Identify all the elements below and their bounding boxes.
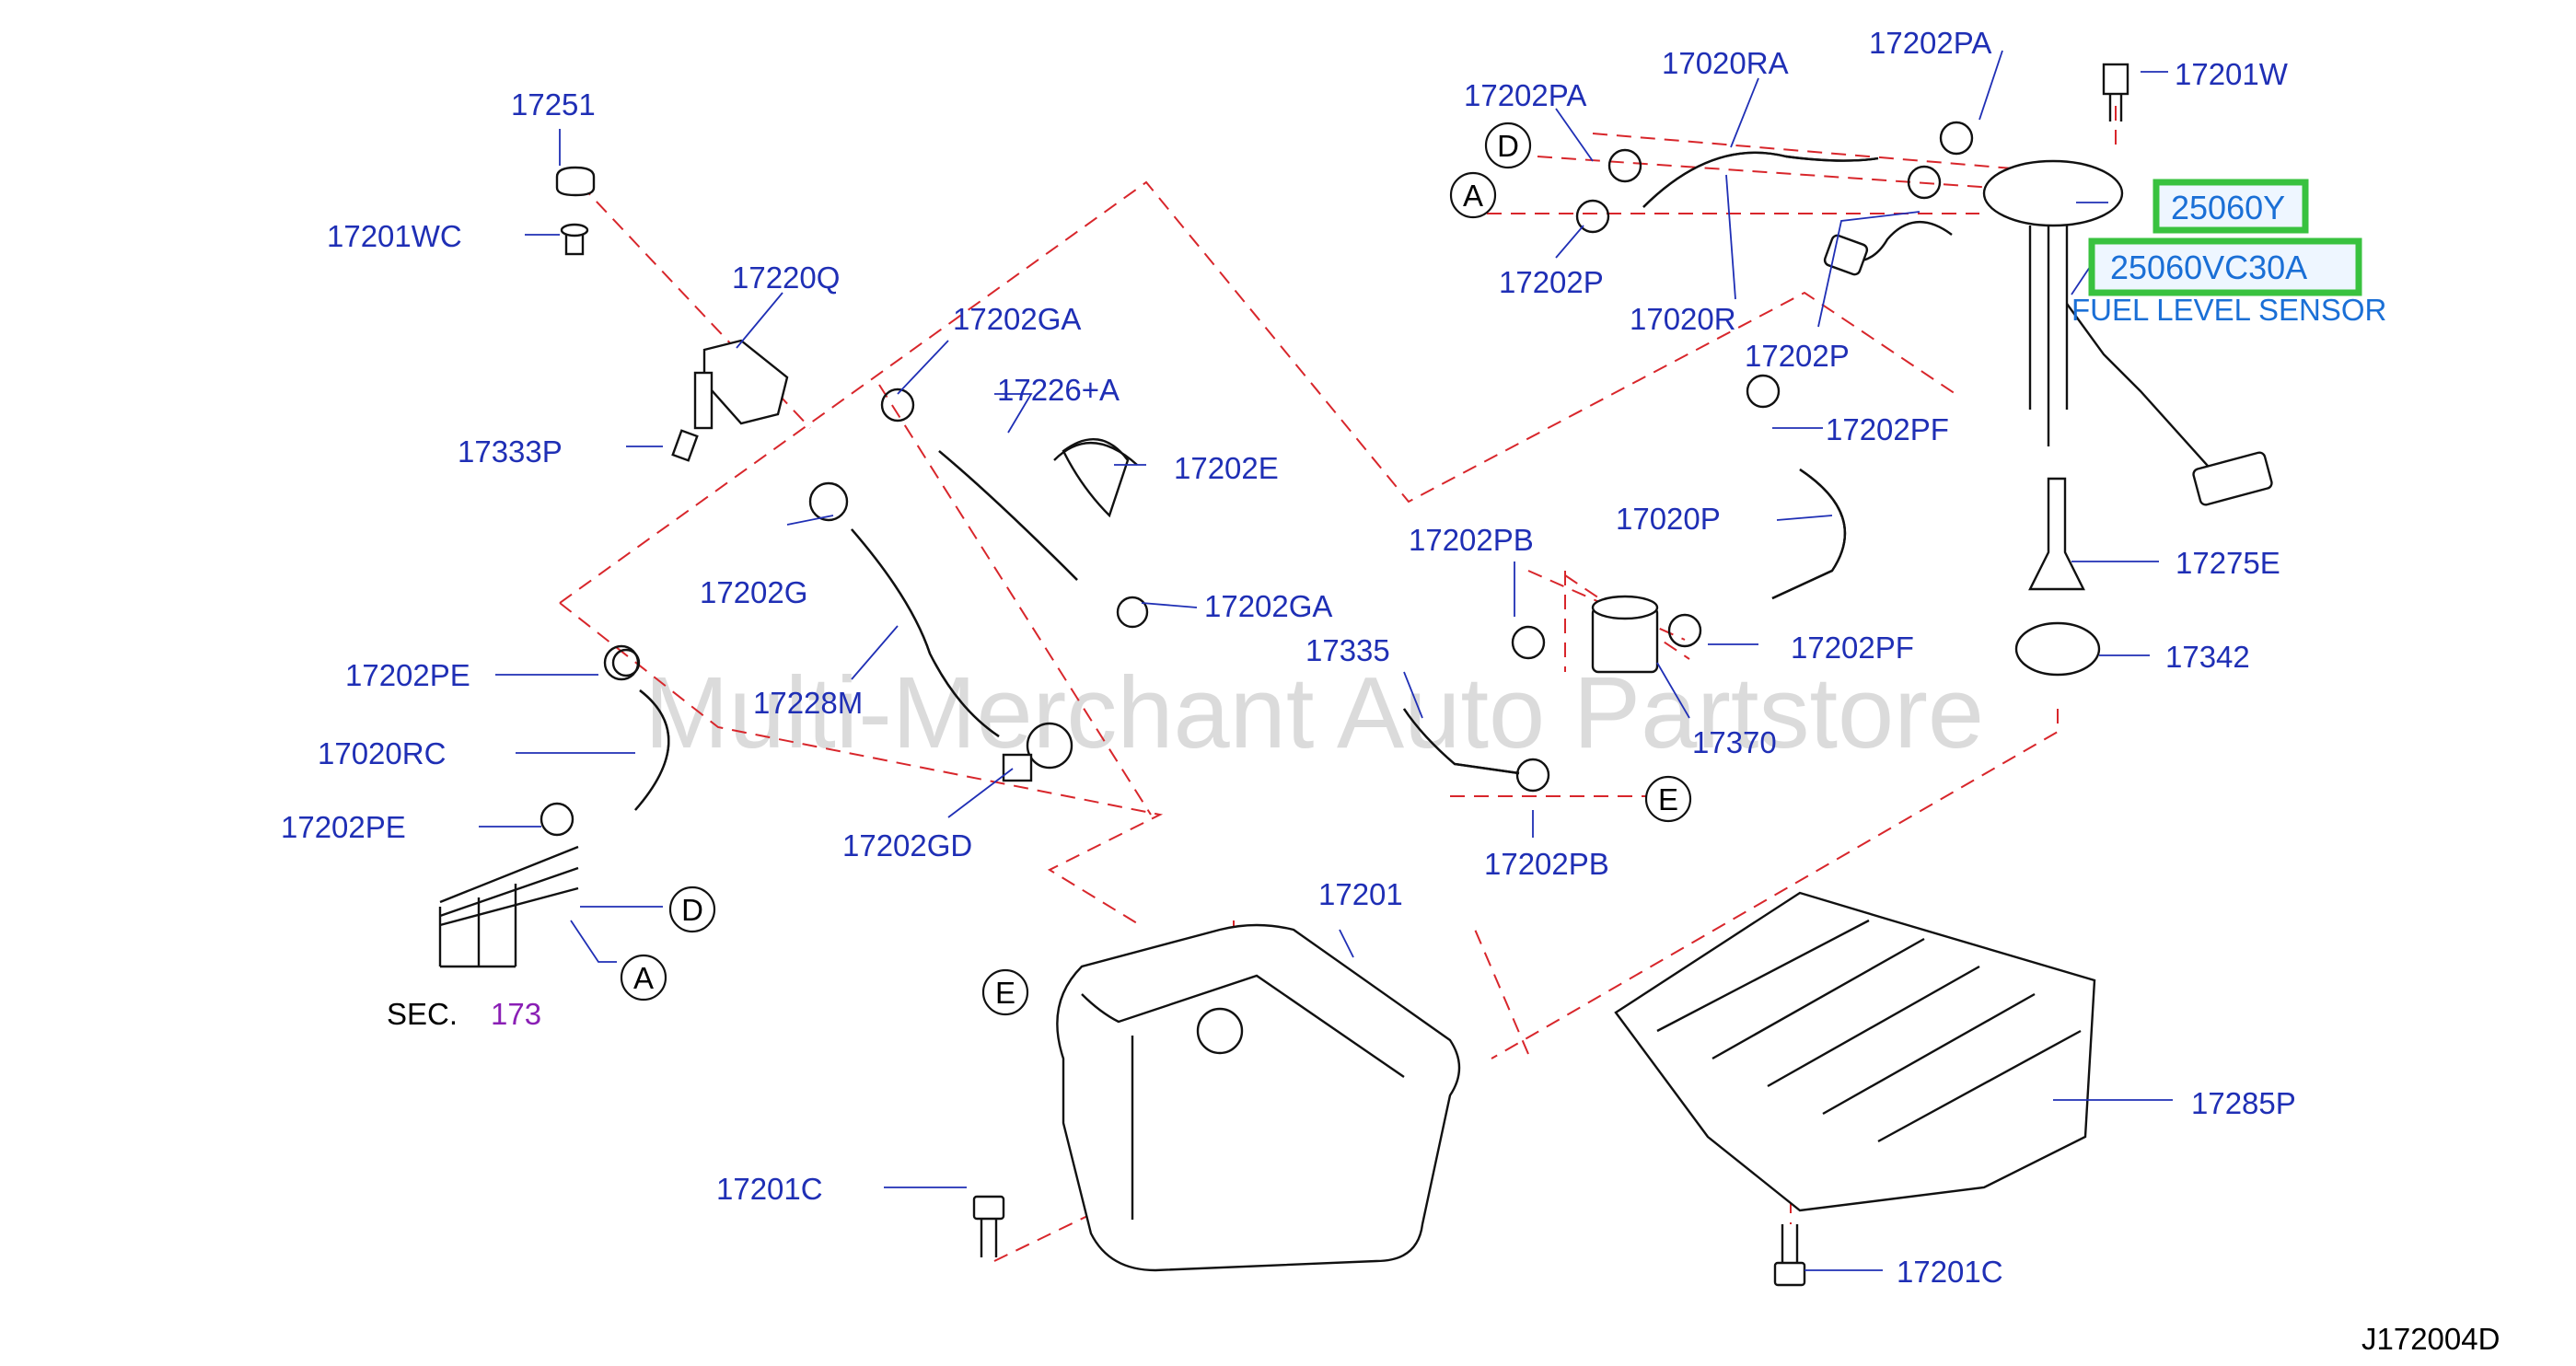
- svg-text:A: A: [633, 961, 654, 995]
- label-17335[interactable]: 17335: [1305, 633, 1390, 667]
- callout-e-right: E: [1644, 775, 1692, 823]
- highlight-box-25060vc30a: [2088, 237, 2362, 296]
- label-17342[interactable]: 17342: [2165, 640, 2250, 674]
- callout-d-section: D: [668, 886, 716, 933]
- label-17202ga-top[interactable]: 17202GA: [953, 302, 1081, 336]
- label-17202pf-bot[interactable]: 17202PF: [1791, 631, 1914, 665]
- label-17202p-left[interactable]: 17202P: [1499, 265, 1604, 299]
- callout-a-top: A: [1449, 171, 1497, 219]
- label-17202pa-left[interactable]: 17202PA: [1464, 78, 1586, 112]
- fuel-level-sensor-caption: FUEL LEVEL SENSOR: [2071, 293, 2386, 327]
- label-17275e[interactable]: 17275E: [2176, 546, 2280, 580]
- label-17202pe-bot[interactable]: 17202PE: [281, 810, 406, 844]
- watermark: Multi-Merchant Auto Partstore: [644, 656, 1984, 770]
- svg-text:D: D: [1497, 129, 1519, 163]
- label-17202pb-bot[interactable]: 17202PB: [1484, 847, 1609, 881]
- label-17202pe-top[interactable]: 17202PE: [345, 658, 470, 692]
- label-17201c-left[interactable]: 17201C: [716, 1172, 823, 1206]
- svg-text:A: A: [1463, 179, 1483, 213]
- label-17202e[interactable]: 17202E: [1174, 451, 1279, 485]
- leader-lines: [479, 50, 2173, 1271]
- svg-text:E: E: [995, 976, 1015, 1010]
- label-17020ra[interactable]: 17020RA: [1662, 46, 1789, 80]
- label-25060y[interactable]: 25060Y: [2171, 189, 2285, 226]
- label-17201w[interactable]: 17201W: [2175, 57, 2289, 91]
- label-17202g[interactable]: 17202G: [700, 575, 807, 609]
- label-17202p-right[interactable]: 17202P: [1745, 339, 1850, 373]
- label-25060vc30a[interactable]: 25060VC30A: [2110, 249, 2307, 286]
- label-17201[interactable]: 17201: [1318, 877, 1403, 911]
- label-17202pf-top[interactable]: 17202PF: [1826, 412, 1949, 446]
- svg-text:E: E: [1658, 782, 1678, 816]
- callout-a-section: A: [620, 954, 667, 1001]
- label-17226a[interactable]: 17226+A: [997, 373, 1120, 407]
- label-17202pa-right[interactable]: 17202PA: [1869, 26, 1991, 60]
- section-prefix: SEC.: [387, 997, 458, 1031]
- label-17020rc[interactable]: 17020RC: [318, 736, 446, 770]
- svg-text:D: D: [681, 893, 703, 927]
- highlight-box-25060y: [2152, 179, 2309, 234]
- label-17201c-right[interactable]: 17201C: [1897, 1255, 2003, 1289]
- label-17020r[interactable]: 17020R: [1630, 302, 1736, 336]
- section-number[interactable]: 173: [491, 997, 541, 1031]
- callout-d-top: D: [1484, 122, 1532, 169]
- label-17333p[interactable]: 17333P: [458, 434, 563, 469]
- label-17202gd[interactable]: 17202GD: [842, 828, 972, 862]
- label-17201wc[interactable]: 17201WC: [327, 219, 462, 253]
- drawing-code: J172004D: [2361, 1322, 2500, 1356]
- part-drawings: [438, 63, 2273, 1287]
- label-17202pb-top[interactable]: 17202PB: [1409, 523, 1534, 557]
- callout-e-tank: E: [981, 968, 1029, 1016]
- label-17228m[interactable]: 17228M: [753, 686, 863, 720]
- label-17020p[interactable]: 17020P: [1616, 502, 1721, 536]
- label-17202ga-mid[interactable]: 17202GA: [1204, 589, 1332, 623]
- label-17251[interactable]: 17251: [511, 87, 596, 122]
- part-labels: 17251 17201WC 17220Q 17333P 17202GA 1722…: [281, 26, 2500, 1356]
- label-17285p[interactable]: 17285P: [2191, 1086, 2296, 1120]
- label-17220q[interactable]: 17220Q: [732, 260, 840, 295]
- label-17370[interactable]: 17370: [1692, 725, 1777, 759]
